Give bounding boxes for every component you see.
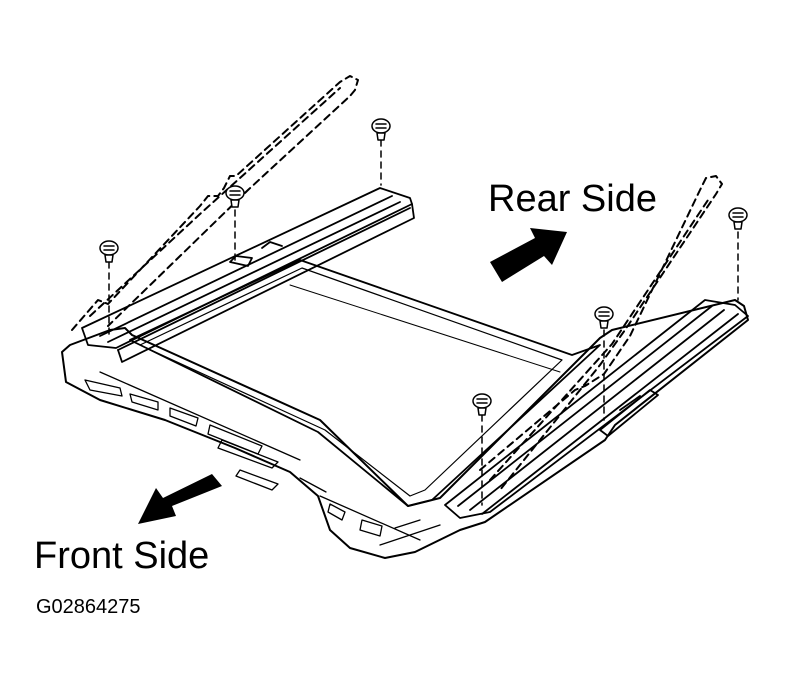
rear-side-label: Rear Side — [488, 178, 657, 220]
bolt-guide-lines — [108, 139, 739, 506]
bolt-icon — [728, 207, 748, 230]
right-drain-hose — [489, 199, 709, 481]
left-drain-hose — [89, 87, 341, 317]
arrow-up-right-icon — [490, 228, 567, 282]
bolt-icon — [99, 240, 119, 263]
glass-highlight — [289, 284, 561, 373]
bolt-icon — [594, 306, 614, 329]
glass-opening-inner-edge — [139, 267, 563, 497]
arrow-down-left-icon — [138, 474, 222, 524]
bolt-icon — [472, 393, 492, 416]
bolt-icon — [225, 185, 245, 208]
frame-details — [84, 371, 441, 546]
front-side-label: Front Side — [34, 535, 210, 577]
glass-opening — [129, 259, 601, 507]
housing-frame-outline — [61, 299, 749, 559]
left-drain-outline — [71, 75, 359, 331]
right-drain-outline — [479, 175, 723, 491]
right-guide-rail — [444, 299, 749, 519]
figure-code: G02864275 — [36, 596, 141, 618]
left-guide-rail — [81, 187, 415, 363]
bolt-icon — [371, 118, 391, 141]
